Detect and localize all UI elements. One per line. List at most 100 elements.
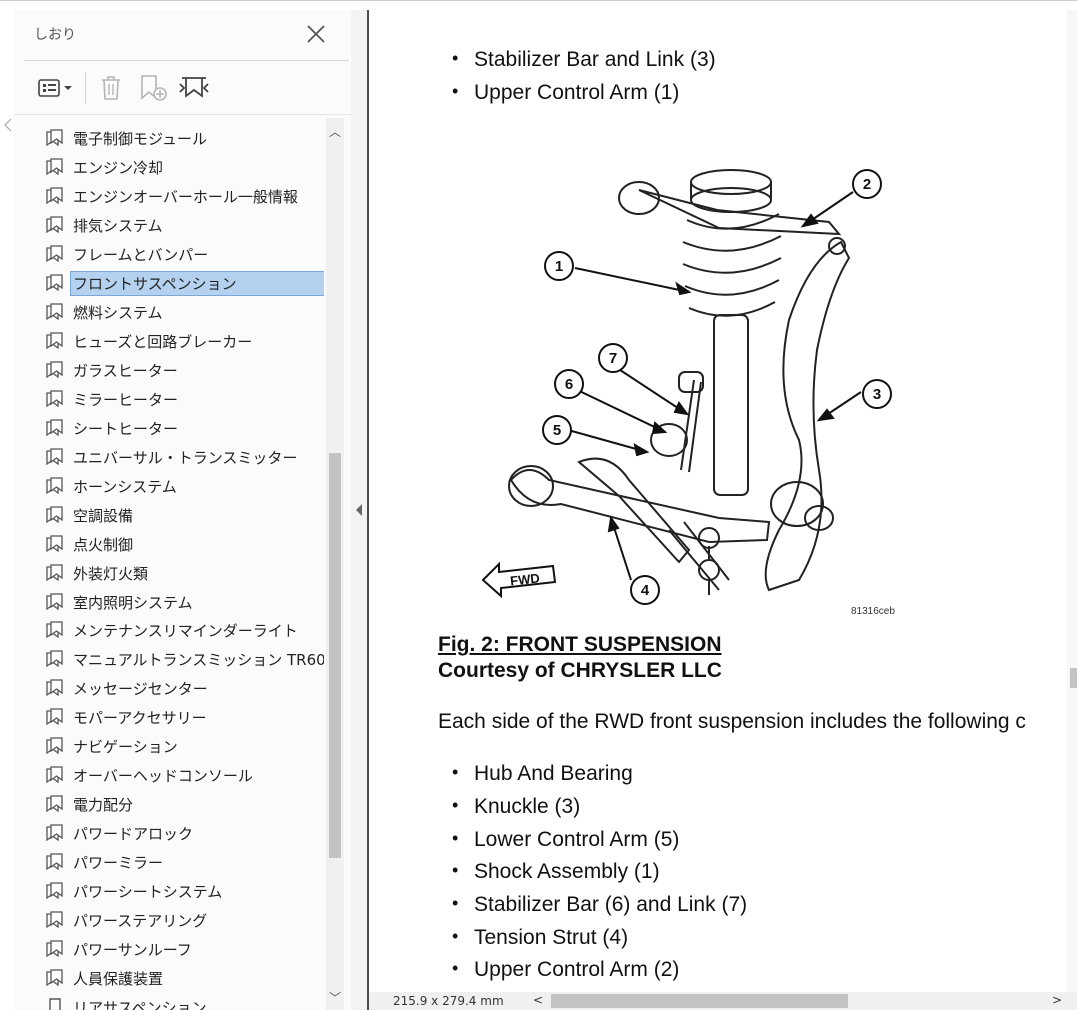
bookmark-label: 空調設備	[73, 506, 134, 525]
bookmark-item[interactable]: モパーアクセサリー	[46, 705, 324, 729]
callout-5: 5	[553, 422, 561, 439]
bookmark-group-icon	[46, 882, 63, 900]
callout-7: 7	[609, 350, 617, 367]
scroll-right-arrow-icon[interactable]: >	[1052, 993, 1063, 1007]
bookmarks-panel: しおり 電子制御モジュールエンジン冷却エンジンオーバーホール一般情報排	[14, 10, 351, 1010]
list-item: Stabilizer Bar and Link (3)	[452, 48, 716, 72]
bookmark-label: フロントサスペンション	[70, 270, 324, 296]
bookmark-label: シートヒーター	[73, 419, 179, 438]
bookmark-label: オーバーヘッドコンソール	[73, 766, 253, 785]
figure-code: 81316ceb	[851, 606, 895, 617]
body-paragraph: Each side of the RWD front suspension in…	[438, 710, 1026, 733]
bookmark-item[interactable]: ヒューズと回路ブレーカー	[46, 329, 324, 353]
bookmark-group-icon	[46, 766, 63, 784]
bookmark-item[interactable]: シートヒーター	[46, 416, 324, 440]
bookmark-group-icon	[46, 737, 63, 755]
bookmark-item[interactable]: ナビゲーション	[46, 734, 324, 758]
bookmark-group-icon	[46, 853, 63, 871]
bookmark-item[interactable]: 電力配分	[46, 792, 324, 816]
bookmark-item[interactable]: 点火制御	[46, 532, 324, 556]
bookmark-item[interactable]: パワーミラー	[46, 850, 324, 874]
bookmark-item[interactable]: ホーンシステム	[46, 474, 324, 498]
bookmark-group-icon	[46, 448, 63, 466]
list-item: Tension Strut (4)	[452, 926, 628, 950]
bookmark-label: メッセージセンター	[73, 679, 208, 698]
bookmark-item[interactable]: ミラーヒーター	[46, 387, 324, 411]
bookmark-group-icon	[46, 650, 63, 668]
document-left-border	[367, 10, 369, 1010]
fwd-arrow-icon: FWD	[481, 561, 557, 599]
bookmark-group-icon	[46, 679, 63, 697]
bookmark-label: ミラーヒーター	[73, 390, 179, 409]
bookmark-label: 電子制御モジュール	[73, 129, 207, 148]
callout-6: 6	[565, 376, 573, 393]
new-bookmark-button[interactable]	[136, 70, 170, 106]
bookmark-item[interactable]: ガラスヒーター	[46, 358, 324, 382]
bookmark-group-icon	[46, 477, 63, 495]
bookmark-item[interactable]: 外装灯火類	[46, 561, 324, 585]
upper-control-arm	[638, 189, 842, 236]
toolbar-divider	[85, 72, 86, 104]
bookmark-label: モパーアクセサリー	[73, 708, 207, 727]
bookmark-item[interactable]: オーバーヘッドコンソール	[46, 763, 324, 787]
bookmark-group-icon	[46, 361, 63, 379]
bookmark-group-icon	[46, 621, 63, 639]
bookmark-item[interactable]: 電子制御モジュール	[46, 126, 324, 150]
bookmark-icon	[49, 998, 61, 1010]
bookmark-item[interactable]: フレームとバンパー	[46, 242, 324, 266]
bookmark-item[interactable]: パワーシートシステム	[46, 879, 324, 903]
bookmark-group-icon	[46, 419, 63, 437]
bookmark-item[interactable]: リアサスペンション	[46, 995, 324, 1010]
bookmark-group-icon	[46, 216, 63, 234]
bookmark-item[interactable]: エンジンオーバーホール一般情報	[46, 184, 324, 208]
bookmark-item[interactable]: 燃料システム	[46, 300, 324, 324]
figure-credit: Courtesy of CHRYSLER LLC	[438, 659, 722, 682]
options-button[interactable]	[34, 70, 76, 106]
bookmark-item[interactable]: パワーステアリング	[46, 908, 324, 932]
bookmark-scroll-thumb[interactable]	[329, 453, 341, 858]
bookmark-item[interactable]: 空調設備	[46, 503, 324, 527]
bookmark-item[interactable]: パワードアロック	[46, 821, 324, 845]
bookmark-label: パワードアロック	[73, 824, 194, 843]
scroll-up-arrow-icon[interactable]: ︿	[328, 124, 341, 139]
close-icon[interactable]	[304, 22, 328, 46]
bookmark-label: パワーステアリング	[73, 911, 208, 930]
top-border	[0, 0, 1077, 1]
bookmark-group-icon	[46, 129, 63, 147]
shock-body	[713, 314, 749, 496]
document-view[interactable]: Stabilizer Bar and Link (3) Upper Contro…	[369, 10, 1067, 992]
expand-bookmark-button[interactable]	[176, 70, 212, 106]
bookmark-item[interactable]: ユニバーサル・トランスミッター	[46, 445, 324, 469]
document-vertical-scrollbar[interactable]	[1067, 10, 1077, 992]
page-size-readout: 215.9 x 279.4 mm	[393, 994, 504, 1008]
bookmark-item[interactable]: 人員保護装置	[46, 966, 324, 990]
bookmark-group-icon	[46, 593, 63, 611]
bookmark-label: パワーシートシステム	[73, 882, 223, 901]
bookmark-group-icon	[46, 564, 63, 582]
bookmark-group-icon	[46, 911, 63, 929]
bookmark-item[interactable]: マニュアルトランスミッション TR6060	[46, 647, 324, 671]
bookmark-item[interactable]: メンテナンスリマインダーライト	[46, 618, 324, 642]
delete-bookmark-button[interactable]	[96, 70, 126, 106]
document-scroll-thumb[interactable]	[1070, 668, 1077, 688]
horizontal-scroll-thumb[interactable]	[551, 994, 848, 1008]
bookmark-label: パワーミラー	[73, 853, 164, 872]
bookmark-item[interactable]: 室内照明システム	[46, 590, 324, 614]
bookmark-item[interactable]: メッセージセンター	[46, 676, 324, 700]
bookmark-label: マニュアルトランスミッション TR6060	[73, 650, 324, 669]
bookmark-item[interactable]: 排気システム	[46, 213, 324, 237]
bookmark-item[interactable]: エンジン冷却	[46, 155, 324, 179]
scroll-left-arrow-icon[interactable]: <	[533, 993, 544, 1007]
fwd-label: FWD	[509, 570, 540, 588]
collapse-left-arrow-icon[interactable]	[354, 503, 364, 517]
bookmark-group-icon	[46, 187, 63, 205]
scroll-down-arrow-icon[interactable]: ﹀	[328, 990, 341, 1005]
list-item: Lower Control Arm (5)	[452, 828, 679, 852]
bookmark-item[interactable]: フロントサスペンション	[46, 270, 324, 296]
panel-collapse-tab-icon[interactable]	[4, 118, 12, 132]
bookmark-group-icon	[46, 940, 63, 958]
callout-3: 3	[873, 386, 881, 403]
knuckle	[764, 240, 851, 592]
bookmark-scrollbar[interactable]: ︿ ﹀	[326, 118, 344, 1010]
bookmark-item[interactable]: パワーサンルーフ	[46, 937, 324, 961]
